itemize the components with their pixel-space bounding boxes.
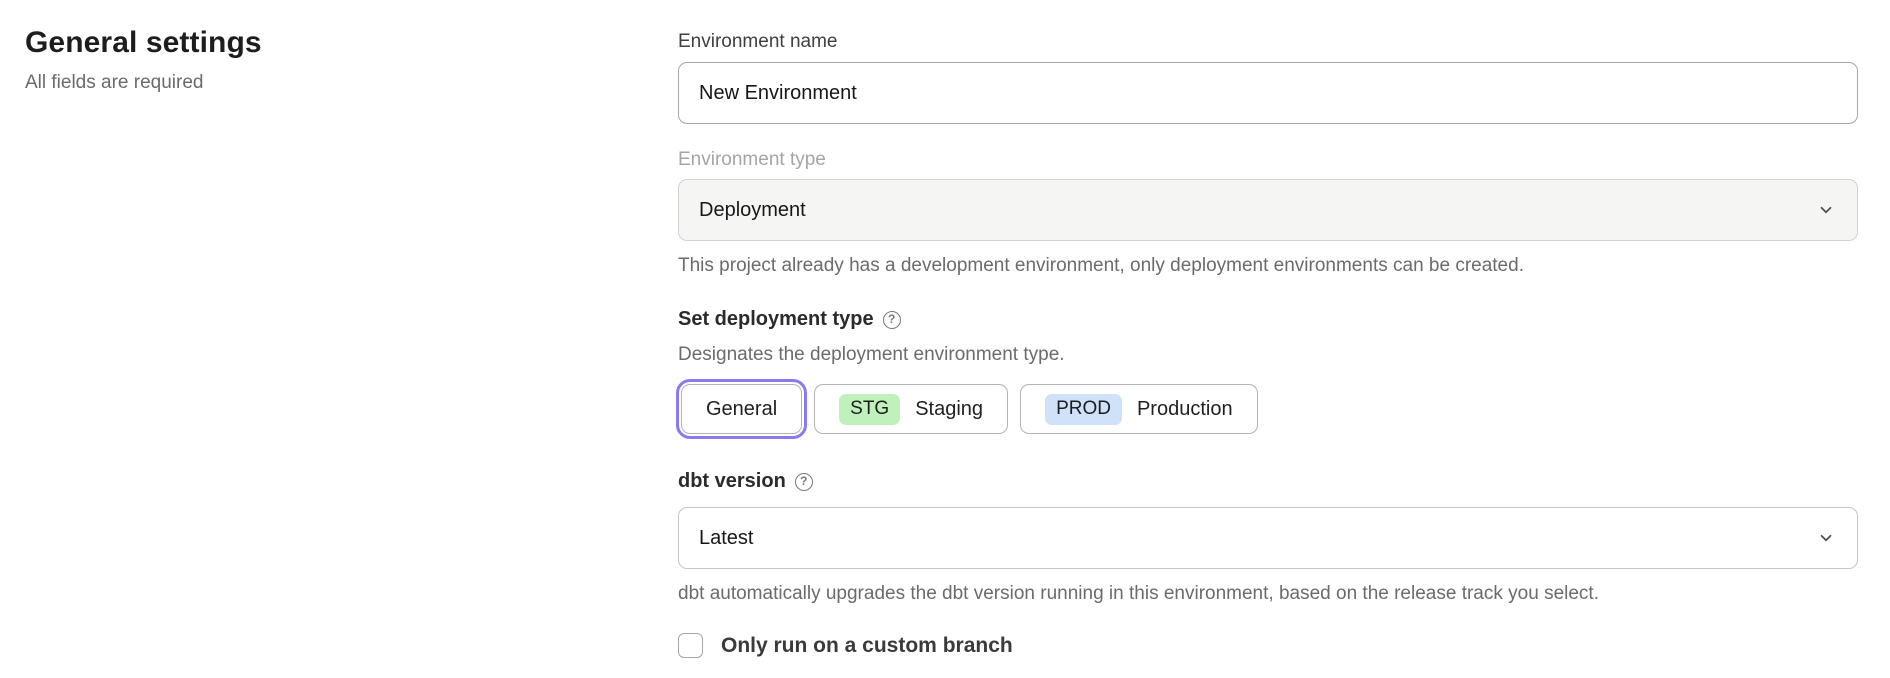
page-subtitle: All fields are required [25, 72, 204, 93]
deployment-type-label: Set deployment type [678, 308, 874, 330]
deployment-type-staging-button[interactable]: STG Staging [814, 384, 1009, 434]
deployment-type-section: Set deployment type ? [678, 308, 1858, 331]
environment-name-input[interactable] [678, 62, 1858, 124]
production-button-label: Production [1136, 397, 1233, 420]
prod-badge: PROD [1045, 393, 1122, 425]
staging-button-label: Staging [915, 397, 984, 420]
environment-type-select: Deployment [678, 179, 1858, 241]
custom-branch-row: Only run on a custom branch [678, 633, 1858, 658]
chevron-down-icon [1817, 201, 1835, 219]
page-header: General settings All fields are required [25, 26, 262, 94]
environment-type-value: Deployment [699, 198, 806, 221]
general-settings-form: Environment name Environment type Deploy… [675, 30, 1858, 658]
chevron-down-icon [1817, 529, 1835, 547]
deployment-type-description: Designates the deployment environment ty… [678, 344, 1065, 365]
help-icon[interactable]: ? [794, 472, 813, 491]
environment-name-label: Environment name [678, 31, 838, 52]
deployment-type-general-button[interactable]: General [675, 378, 808, 440]
environment-type-helper: This project already has a development e… [678, 255, 1524, 276]
page-title: General settings [25, 26, 262, 59]
help-icon[interactable]: ? [882, 310, 901, 329]
dbt-version-label: dbt version [678, 470, 786, 492]
dbt-version-select[interactable]: Latest [678, 507, 1858, 569]
dbt-version-helper: dbt automatically upgrades the dbt versi… [678, 583, 1599, 604]
general-button-label: General [706, 397, 778, 420]
deployment-type-production-button[interactable]: PROD Production [1020, 384, 1258, 434]
stg-badge: STG [839, 393, 901, 425]
custom-branch-label[interactable]: Only run on a custom branch [721, 633, 1013, 657]
custom-branch-checkbox[interactable] [678, 633, 703, 658]
dbt-version-section: dbt version ? [678, 470, 1858, 493]
dbt-version-value: Latest [699, 526, 754, 549]
deployment-type-options: General STG Staging PROD Production [675, 378, 1858, 440]
environment-type-label: Environment type [678, 149, 826, 170]
